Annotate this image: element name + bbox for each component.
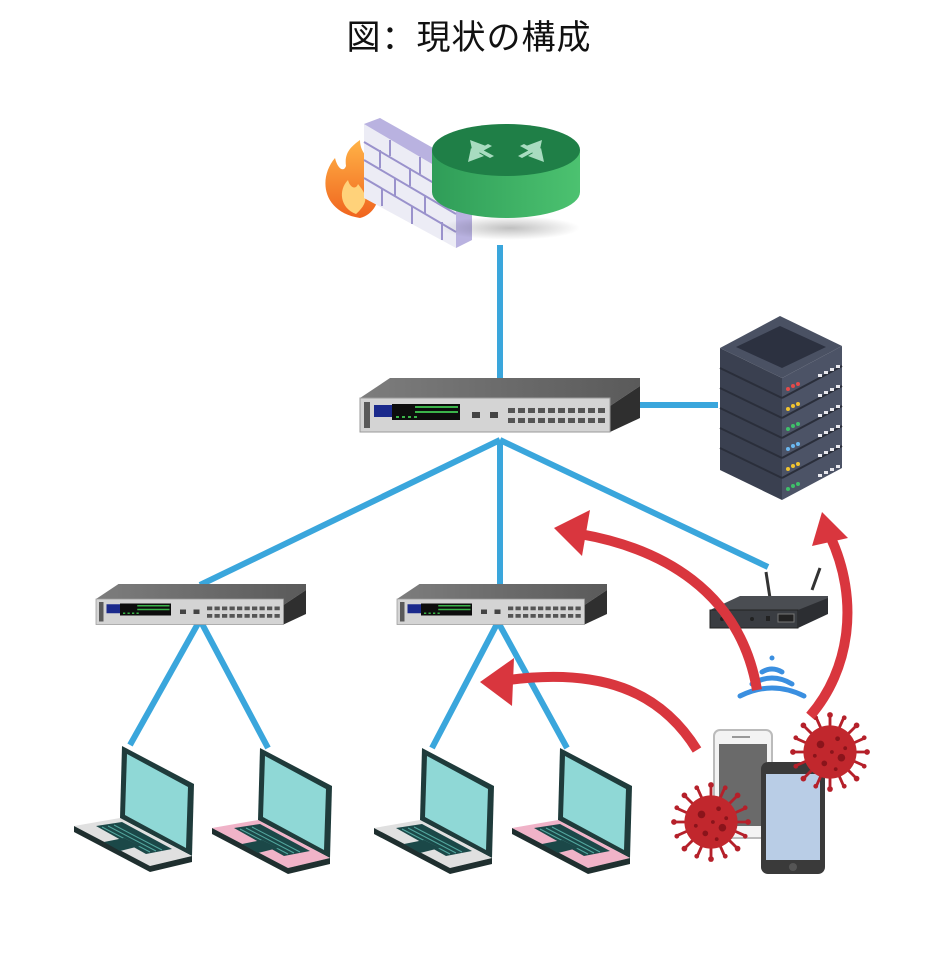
attack-arrow-to-server — [806, 533, 853, 720]
router-icon — [432, 124, 580, 240]
server-icon — [719, 316, 843, 500]
link-core-wireless-ap — [498, 437, 770, 570]
virus-2-icon — [788, 710, 872, 794]
arrowhead-switch-middle — [480, 658, 514, 706]
core-switch-icon — [359, 377, 641, 433]
link-core-switch-left — [198, 437, 502, 588]
attack-arrow-to-core-switch — [579, 529, 762, 691]
network-links — [127, 245, 770, 750]
laptop-1-icon — [73, 745, 195, 873]
laptop-4-icon — [512, 748, 632, 874]
link-switch-left-laptop-1 — [127, 618, 203, 747]
laptop-2-icon — [212, 748, 332, 874]
arrowhead-core-switch — [554, 510, 590, 556]
link-switch-middle-laptop-4 — [495, 620, 570, 750]
switch-middle-icon — [396, 583, 608, 625]
arrowhead-server — [812, 512, 848, 546]
switch-left-icon — [95, 583, 307, 625]
link-switch-left-laptop-2 — [197, 618, 271, 750]
virus-1-icon — [669, 780, 753, 864]
laptop-3-icon — [373, 747, 495, 875]
diagram-title: 図：現状の構成 — [346, 18, 592, 58]
attack-arrows — [507, 529, 853, 753]
attack-arrow-to-switch-middle — [507, 671, 702, 753]
link-switch-middle-laptop-3 — [429, 620, 501, 750]
